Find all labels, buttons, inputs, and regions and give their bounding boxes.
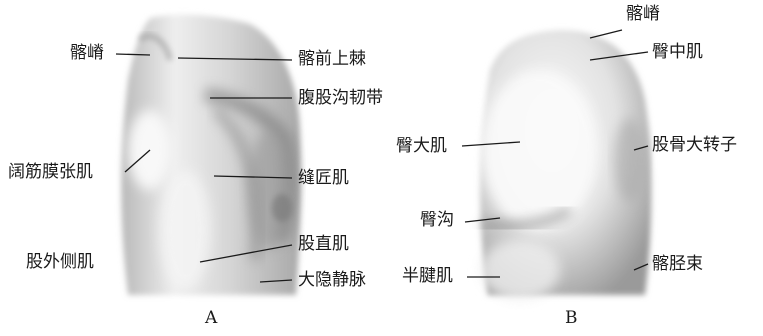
caption-panel-a: A (205, 308, 217, 328)
label-semitendinosus: 半腱肌 (402, 268, 453, 285)
panel-a-body (121, 15, 301, 295)
label-tensor-fasciae-latae: 阔筋膜张肌 (8, 164, 93, 181)
leader-iliac-crest-b (590, 30, 622, 38)
caption-panel-b: B (565, 308, 578, 328)
label-gluteus-medius: 臀中肌 (652, 44, 703, 61)
label-iliotibial-tract: 髂胫束 (652, 256, 703, 273)
panel-b-body (480, 30, 651, 300)
label-great-saphenous-vein: 大隐静脉 (298, 272, 366, 289)
label-gluteal-fold: 臀沟 (420, 212, 454, 229)
label-sartorius: 缝匠肌 (298, 170, 349, 187)
label-vastus-lateralis: 股外侧肌 (26, 254, 94, 271)
label-gluteus-maximus: 臀大肌 (396, 138, 447, 155)
label-iliac-crest-a: 髂嵴 (70, 45, 104, 62)
label-greater-trochanter: 股骨大转子 (652, 137, 737, 154)
label-asis: 髂前上棘 (298, 51, 366, 68)
label-rectus-femoris: 股直肌 (298, 236, 349, 253)
label-inguinal-ligament: 腹股沟韧带 (298, 90, 383, 107)
label-iliac-crest-b: 髂嵴 (626, 6, 660, 23)
